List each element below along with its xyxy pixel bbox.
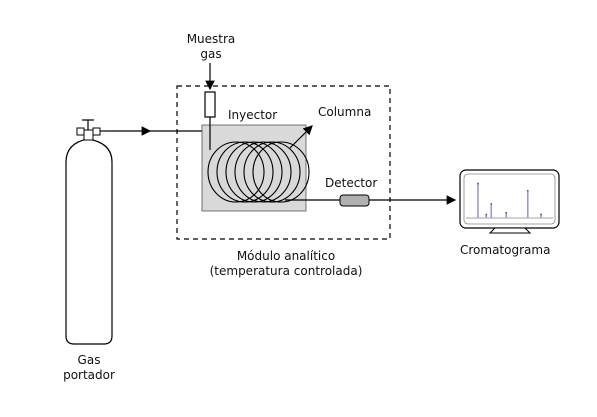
analytic-module-box [176,85,391,240]
chromatogram-label: Cromatograma [460,243,551,257]
column-coil-loop [252,141,310,203]
chromatogram-monitor [459,169,560,234]
column-label: Columna [318,105,372,119]
column-coils [207,141,310,203]
detector-label: Detector [325,176,378,190]
injector-label: Inyector [228,108,278,122]
detector [339,194,370,207]
gas-cylinder [65,138,113,345]
chromatogram-peaks [477,182,542,218]
chromatogram-peak-tip [505,211,508,214]
chromatogram-peak-tip [526,189,529,192]
chromatogram-peak-tip [477,182,479,185]
module-label-line1: Módulo analítico [236,249,336,263]
column-coil-loop [207,141,265,203]
module-label: Módulo analítico (temperatura controlada… [186,249,386,279]
column-arrow [289,125,313,149]
chromatogram-peak-tip [540,213,542,216]
chromatogram-peak-tip [490,203,493,205]
chromatogram-peak-tip [485,213,488,216]
column-coil-loop [216,141,274,203]
carrier-gas-label-line2: portador [63,368,115,382]
column-coil-loop [225,141,283,203]
carrier-gas-label: Gas portador [54,353,124,383]
sample-gas-label-line1: Muestra [186,32,236,46]
module-label-line2: (temperatura controlada) [209,264,363,278]
column-coil-loop [243,141,301,203]
injector [204,91,216,118]
column-coil-loop [234,141,292,203]
carrier-gas-label-line1: Gas [77,353,101,367]
sample-gas-label: Muestra gas [180,32,242,62]
regulator-valve-icon [76,119,105,141]
sample-gas-label-line2: gas [200,47,222,61]
